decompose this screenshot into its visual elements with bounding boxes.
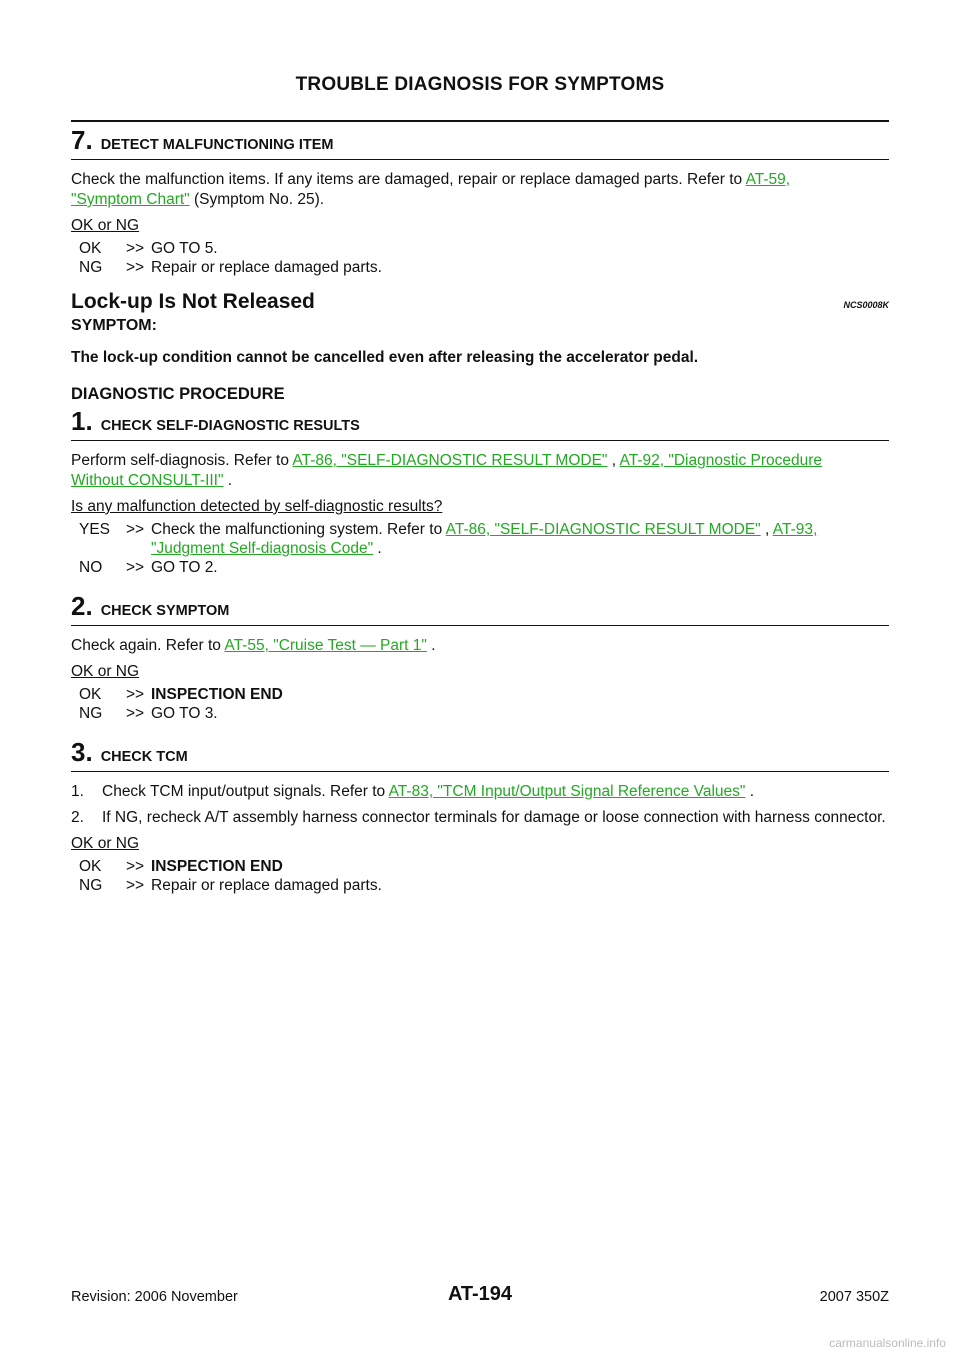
step-title: CHECK SYMPTOM: [100, 603, 230, 619]
item-number: 2.: [71, 809, 84, 826]
ref-link-without-consult[interactable]: Without CONSULT-III": [71, 472, 224, 489]
answer-text: GO TO 2.: [151, 559, 218, 576]
ref-link-judgment-code[interactable]: "Judgment Self-diagnosis Code": [151, 540, 374, 557]
ok-ng-label: OK or NG: [71, 217, 140, 234]
page-header-title: TROUBLE DIAGNOSIS FOR SYMPTOMS: [295, 74, 665, 95]
answer-text: Repair or replace damaged parts.: [151, 877, 382, 894]
step-7-instruction: Check the malfunction items. If any item…: [71, 170, 889, 210]
step-1-header: 1. CHECK SELF-DIAGNOSTIC RESULTS: [71, 408, 889, 441]
answer-ok: OK >> INSPECTION END: [71, 685, 889, 704]
diagnostic-procedure-title: DIAGNOSTIC PROCEDURE: [71, 385, 285, 403]
answer-arrow: >>: [126, 259, 145, 276]
item-number: 1.: [71, 783, 84, 800]
answer-arrow: >>: [126, 521, 145, 538]
answer-arrow: >>: [126, 858, 145, 875]
step-3-item-1: 1. Check TCM input/output signals. Refer…: [71, 782, 889, 802]
item-text: Check TCM input/output signals. Refer to…: [102, 782, 889, 802]
answer-ng: NG >> GO TO 3.: [71, 704, 889, 723]
instruction-text: .: [223, 472, 233, 489]
step-2-header: 2. CHECK SYMPTOM: [71, 593, 889, 626]
instruction-text: Perform self-diagnosis. Refer to: [71, 452, 293, 469]
instruction-text: .: [426, 637, 436, 654]
step-number: 7.: [71, 125, 93, 155]
ref-link-at59[interactable]: AT-59,: [745, 171, 791, 188]
answer-yes: YES >> Check the malfunctioning system. …: [71, 520, 889, 558]
separator-text: ,: [760, 521, 773, 538]
answer-arrow: >>: [126, 240, 145, 257]
page-number: AT-194: [447, 1283, 513, 1305]
step-2-instruction: Check again. Refer to AT-55, "Cruise Tes…: [71, 636, 889, 656]
watermark: carmanualsonline.info: [829, 1336, 946, 1350]
answer-key: NO: [79, 559, 103, 576]
ref-link-at92[interactable]: AT-92, "Diagnostic Procedure: [619, 452, 823, 469]
item-text-post: .: [745, 783, 755, 800]
item-text-pre: Check TCM input/output signals. Refer to: [102, 783, 389, 800]
answer-key: NG: [79, 259, 103, 276]
model-text: 2007 350Z: [819, 1289, 889, 1305]
answer-ng: NG >> Repair or replace damaged parts.: [71, 258, 889, 277]
ref-link-at93[interactable]: AT-93,: [772, 521, 818, 538]
answer-key: OK: [79, 858, 102, 875]
answer-arrow: >>: [126, 877, 145, 894]
symptom-text: The lock-up condition cannot be cancelle…: [71, 349, 699, 366]
answer-key: OK: [79, 686, 102, 703]
step-number: 3.: [71, 737, 93, 767]
answer-text-pre: Check the malfunctioning system. Refer t…: [151, 521, 446, 538]
step-7-header: 7. DETECT MALFUNCTIONING ITEM: [71, 120, 889, 160]
section-title: Lock-up Is Not Released: [71, 290, 315, 313]
answer-no: NO >> GO TO 2.: [71, 558, 889, 577]
ref-link-at83[interactable]: AT-83, "TCM Input/Output Signal Referenc…: [388, 783, 746, 800]
answer-key: NG: [79, 705, 103, 722]
item-text: If NG, recheck A/T assembly harness conn…: [102, 809, 886, 826]
ref-link-at86-yes[interactable]: AT-86, "SELF-DIAGNOSTIC RESULT MODE": [445, 521, 761, 538]
step-number: 2.: [71, 591, 93, 621]
answer-arrow: >>: [126, 559, 145, 576]
answer-ok: OK >> GO TO 5.: [71, 239, 889, 258]
answer-text: GO TO 3.: [151, 705, 218, 722]
step-number: 1.: [71, 406, 93, 436]
step-1-instruction: Perform self-diagnosis. Refer to AT-86, …: [71, 451, 889, 491]
answer-text: Check the malfunctioning system. Refer t…: [151, 520, 889, 558]
symptom-label: SYMPTOM:: [71, 317, 157, 334]
instruction-text: Check the malfunction items. If any item…: [71, 171, 743, 188]
section-title-row: Lock-up Is Not Released NCS0008K: [71, 291, 889, 316]
answer-text: Repair or replace damaged parts.: [151, 259, 382, 276]
ok-ng-label: OK or NG: [71, 663, 140, 680]
answer-text: INSPECTION END: [151, 858, 283, 875]
separator-text: ,: [607, 452, 620, 469]
step-title: CHECK TCM: [100, 749, 188, 765]
main-content: 7. DETECT MALFUNCTIONING ITEM Check the …: [71, 120, 889, 895]
revision-text: Revision: 2006 November: [71, 1289, 238, 1305]
ok-ng-label: OK or NG: [71, 835, 140, 852]
step-3-header: 3. CHECK TCM: [71, 739, 889, 772]
step-title: CHECK SELF-DIAGNOSTIC RESULTS: [100, 418, 360, 434]
answer-arrow: >>: [126, 686, 145, 703]
answer-text: INSPECTION END: [151, 686, 283, 703]
answer-key: NG: [79, 877, 103, 894]
step-3-item-2: 2. If NG, recheck A/T assembly harness c…: [71, 808, 889, 828]
answer-key: YES: [79, 521, 111, 538]
answer-ok: OK >> INSPECTION END: [71, 857, 889, 876]
section-code: NCS0008K: [843, 300, 889, 310]
answer-arrow: >>: [126, 705, 145, 722]
answer-ng: NG >> Repair or replace damaged parts.: [71, 876, 889, 895]
ref-link-symptom-chart[interactable]: "Symptom Chart": [71, 191, 190, 208]
step-title: DETECT MALFUNCTIONING ITEM: [100, 137, 334, 153]
instruction-text: (Symptom No. 25).: [189, 191, 325, 208]
answer-text-post: .: [373, 540, 382, 557]
instruction-text: Check again. Refer to: [71, 637, 225, 654]
answer-key: OK: [79, 240, 102, 257]
answer-text: GO TO 5.: [151, 240, 218, 257]
ref-link-at55[interactable]: AT-55, "Cruise Test — Part 1": [224, 637, 427, 654]
ref-link-at86[interactable]: AT-86, "SELF-DIAGNOSTIC RESULT MODE": [292, 452, 608, 469]
question-label: Is any malfunction detected by self-diag…: [71, 498, 443, 515]
